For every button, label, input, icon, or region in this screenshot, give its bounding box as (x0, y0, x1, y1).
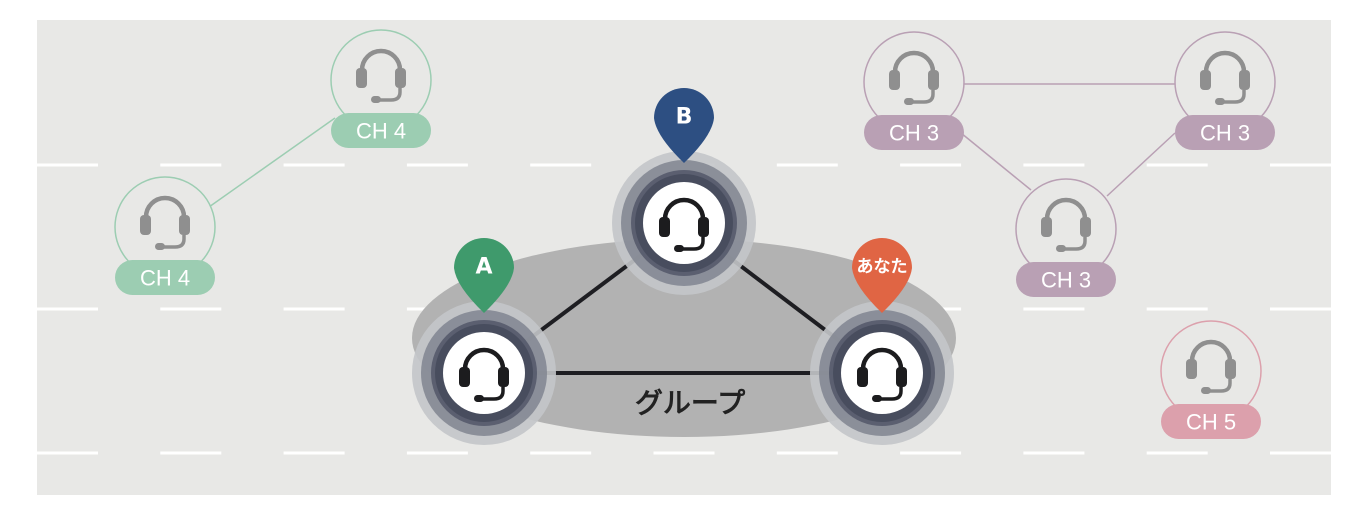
channel-label: CH 3 (889, 121, 939, 146)
pin-label: A (475, 255, 492, 280)
member-circle (443, 332, 525, 414)
channel-badge (115, 260, 215, 295)
channel-badge (1016, 262, 1116, 297)
rider-ch3-right[interactable]: CH 3 (1174, 31, 1276, 150)
channel-label: CH 4 (140, 266, 190, 291)
channel-label: CH 3 (1200, 121, 1250, 146)
pin-label: B (676, 105, 693, 130)
channel-badge (864, 115, 964, 150)
channel-label: CH 5 (1186, 410, 1236, 435)
location-pin-a: A (454, 238, 514, 313)
pin-icon (852, 238, 912, 313)
pin-icon (454, 238, 514, 313)
rider-ch4-top[interactable]: CH 4 (330, 29, 432, 148)
rider-ch3-left[interactable]: CH 3 (863, 31, 965, 150)
channel-badge (331, 113, 431, 148)
pin-icon (654, 88, 714, 163)
channel-link (960, 132, 1032, 191)
group-label: グループ (635, 387, 746, 420)
member-a[interactable]: A (412, 238, 556, 445)
rider-ch5[interactable]: CH 5 (1160, 320, 1262, 439)
channel-badge (1175, 115, 1275, 150)
member-you[interactable]: あなた (810, 238, 954, 445)
location-pin-you: あなた (852, 238, 912, 313)
channel-label: CH 4 (356, 119, 406, 144)
channel-badge (1161, 404, 1261, 439)
group-members: B A あなた (412, 88, 954, 445)
member-b[interactable]: B (612, 88, 756, 295)
member-circle (643, 182, 725, 264)
pin-label: あなた (857, 257, 908, 277)
other-channel-links (208, 83, 1176, 208)
channel-link (1106, 132, 1176, 197)
member-circle (841, 332, 923, 414)
channel-link (208, 117, 336, 208)
channel-label: CH 3 (1041, 268, 1091, 293)
rider-ch3-middle[interactable]: CH 3 (1015, 178, 1117, 297)
rider-ch4-left[interactable]: CH 4 (114, 176, 216, 295)
location-pin-b: B (654, 88, 714, 163)
other-riders: CH 4 CH 4 CH 3 CH 3 CH 3 CH 5 (114, 29, 1276, 439)
